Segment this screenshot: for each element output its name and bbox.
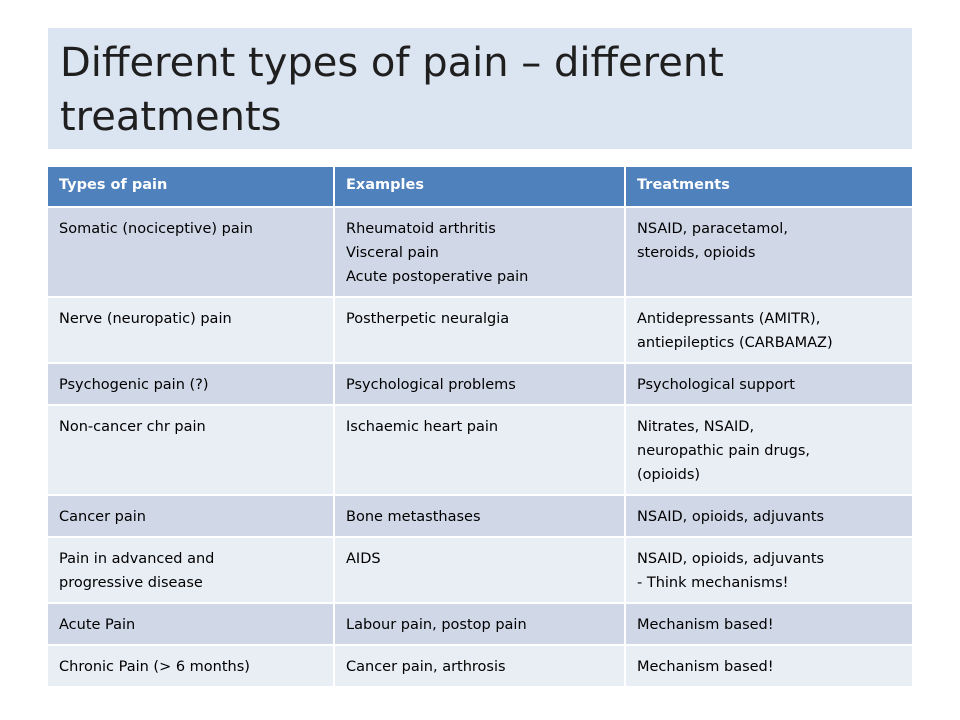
- cell-text-line: Psychological support: [637, 377, 795, 393]
- table-row: Somatic (nociceptive) pain Rheumatoid art…: [48, 207, 912, 298]
- title-panel: Different types of pain – different trea…: [48, 28, 912, 149]
- cell-text-line: - Think mechanisms!: [637, 575, 789, 591]
- cell-examples: Ischaemic heart pain: [334, 405, 626, 496]
- cell-text-line: Nitrates, NSAID,: [637, 419, 755, 435]
- cell-text-line: Rheumatoid arthritis: [346, 221, 496, 237]
- cell-pain-type: Somatic (nociceptive) pain: [48, 207, 335, 298]
- pain-treatment-table: Types of pain Examples Treatments Somati…: [48, 167, 912, 688]
- cell-text-line: Bone metasthases: [346, 509, 481, 525]
- cell-text-line: progressive disease: [59, 575, 203, 591]
- table-row: Acute Pain Labour pain, postop pain Mechan…: [48, 603, 912, 646]
- cell-pain-type: Acute Pain: [48, 603, 335, 646]
- cell-treatments: Mechanism based!: [625, 645, 912, 688]
- cell-text-line: Nerve (neuropatic) pain: [59, 311, 232, 327]
- cell-text-line: Psychological problems: [346, 377, 516, 393]
- cell-treatments: Psychological support: [625, 363, 912, 406]
- cell-text-line: Acute postoperative pain: [346, 269, 529, 285]
- cell-treatments: Nitrates, NSAID, neuropathic pain drugs, (…: [625, 405, 912, 496]
- header-treatments: Treatments: [625, 167, 912, 208]
- cell-text-line: Cancer pain, arthrosis: [346, 659, 506, 675]
- cell-text-line: Chronic Pain (> 6 months): [59, 659, 250, 675]
- cell-text-line: Pain in advanced and: [59, 551, 215, 567]
- cell-examples: Bone metasthases: [334, 495, 626, 538]
- cell-text-line: Somatic (nociceptive) pain: [59, 221, 253, 237]
- cell-pain-type: Cancer pain: [48, 495, 335, 538]
- table-row: Pain in advanced and progressive disease A…: [48, 537, 912, 604]
- cell-pain-type: Chronic Pain (> 6 months): [48, 645, 335, 688]
- cell-treatments: NSAID, paracetamol, steroids, opioids: [625, 207, 912, 298]
- cell-text-line: antiepileptics (CARBAMAZ): [637, 335, 833, 351]
- cell-examples: Psychological problems: [334, 363, 626, 406]
- table-row: Cancer pain Bone metasthases NSAID, opioid…: [48, 495, 912, 538]
- cell-text-line: steroids, opioids: [637, 245, 756, 261]
- cell-treatments: NSAID, opioids, adjuvants: [625, 495, 912, 538]
- cell-text-line: NSAID, paracetamol,: [637, 221, 788, 237]
- cell-text-line: Labour pain, postop pain: [346, 617, 527, 633]
- table-row: Non-cancer chr pain Ischaemic heart pain N…: [48, 405, 912, 496]
- cell-pain-type: Pain in advanced and progressive disease: [48, 537, 335, 604]
- table-row: Nerve (neuropatic) pain Postherpetic neur…: [48, 297, 912, 364]
- cell-text-line: neuropathic pain drugs,: [637, 443, 811, 459]
- cell-text-line: Mechanism based!: [637, 659, 774, 675]
- cell-text-line: NSAID, opioids, adjuvants: [637, 509, 825, 525]
- cell-text-line: Psychogenic pain (?): [59, 377, 209, 393]
- cell-text-line: Mechanism based!: [637, 617, 774, 633]
- cell-text-line: Visceral pain: [346, 245, 439, 261]
- cell-text-line: Cancer pain: [59, 509, 146, 525]
- slide-title: Different types of pain – different trea…: [60, 40, 724, 140]
- cell-examples: Cancer pain, arthrosis: [334, 645, 626, 688]
- cell-examples: AIDS: [334, 537, 626, 604]
- cell-examples: Postherpetic neuralgia: [334, 297, 626, 364]
- cell-treatments: Mechanism based!: [625, 603, 912, 646]
- cell-text-line: NSAID, opioids, adjuvants: [637, 551, 825, 567]
- table-row: Psychogenic pain (?) Psychological proble…: [48, 363, 912, 406]
- cell-text-line: Postherpetic neuralgia: [346, 311, 510, 327]
- cell-text-line: Acute Pain: [59, 617, 136, 633]
- cell-treatments: NSAID, opioids, adjuvants - Think mechani…: [625, 537, 912, 604]
- cell-pain-type: Non-cancer chr pain: [48, 405, 335, 496]
- cell-pain-type: Psychogenic pain (?): [48, 363, 335, 406]
- cell-text-line: Ischaemic heart pain: [346, 419, 499, 435]
- cell-pain-type: Nerve (neuropatic) pain: [48, 297, 335, 364]
- cell-treatments: Antidepressants (AMITR), antiepileptics (…: [625, 297, 912, 364]
- cell-text-line: AIDS: [346, 551, 381, 567]
- header-types-of-pain: Types of pain: [48, 167, 335, 208]
- cell-examples: Labour pain, postop pain: [334, 603, 626, 646]
- cell-text-line: Non-cancer chr pain: [59, 419, 206, 435]
- table-header-row: Types of pain Examples Treatments: [48, 167, 912, 208]
- cell-text-line: Antidepressants (AMITR),: [637, 311, 821, 327]
- cell-text-line: (opioids): [637, 467, 701, 483]
- table-row: Chronic Pain (> 6 months) Cancer pain, ar…: [48, 645, 912, 688]
- header-examples: Examples: [334, 167, 626, 208]
